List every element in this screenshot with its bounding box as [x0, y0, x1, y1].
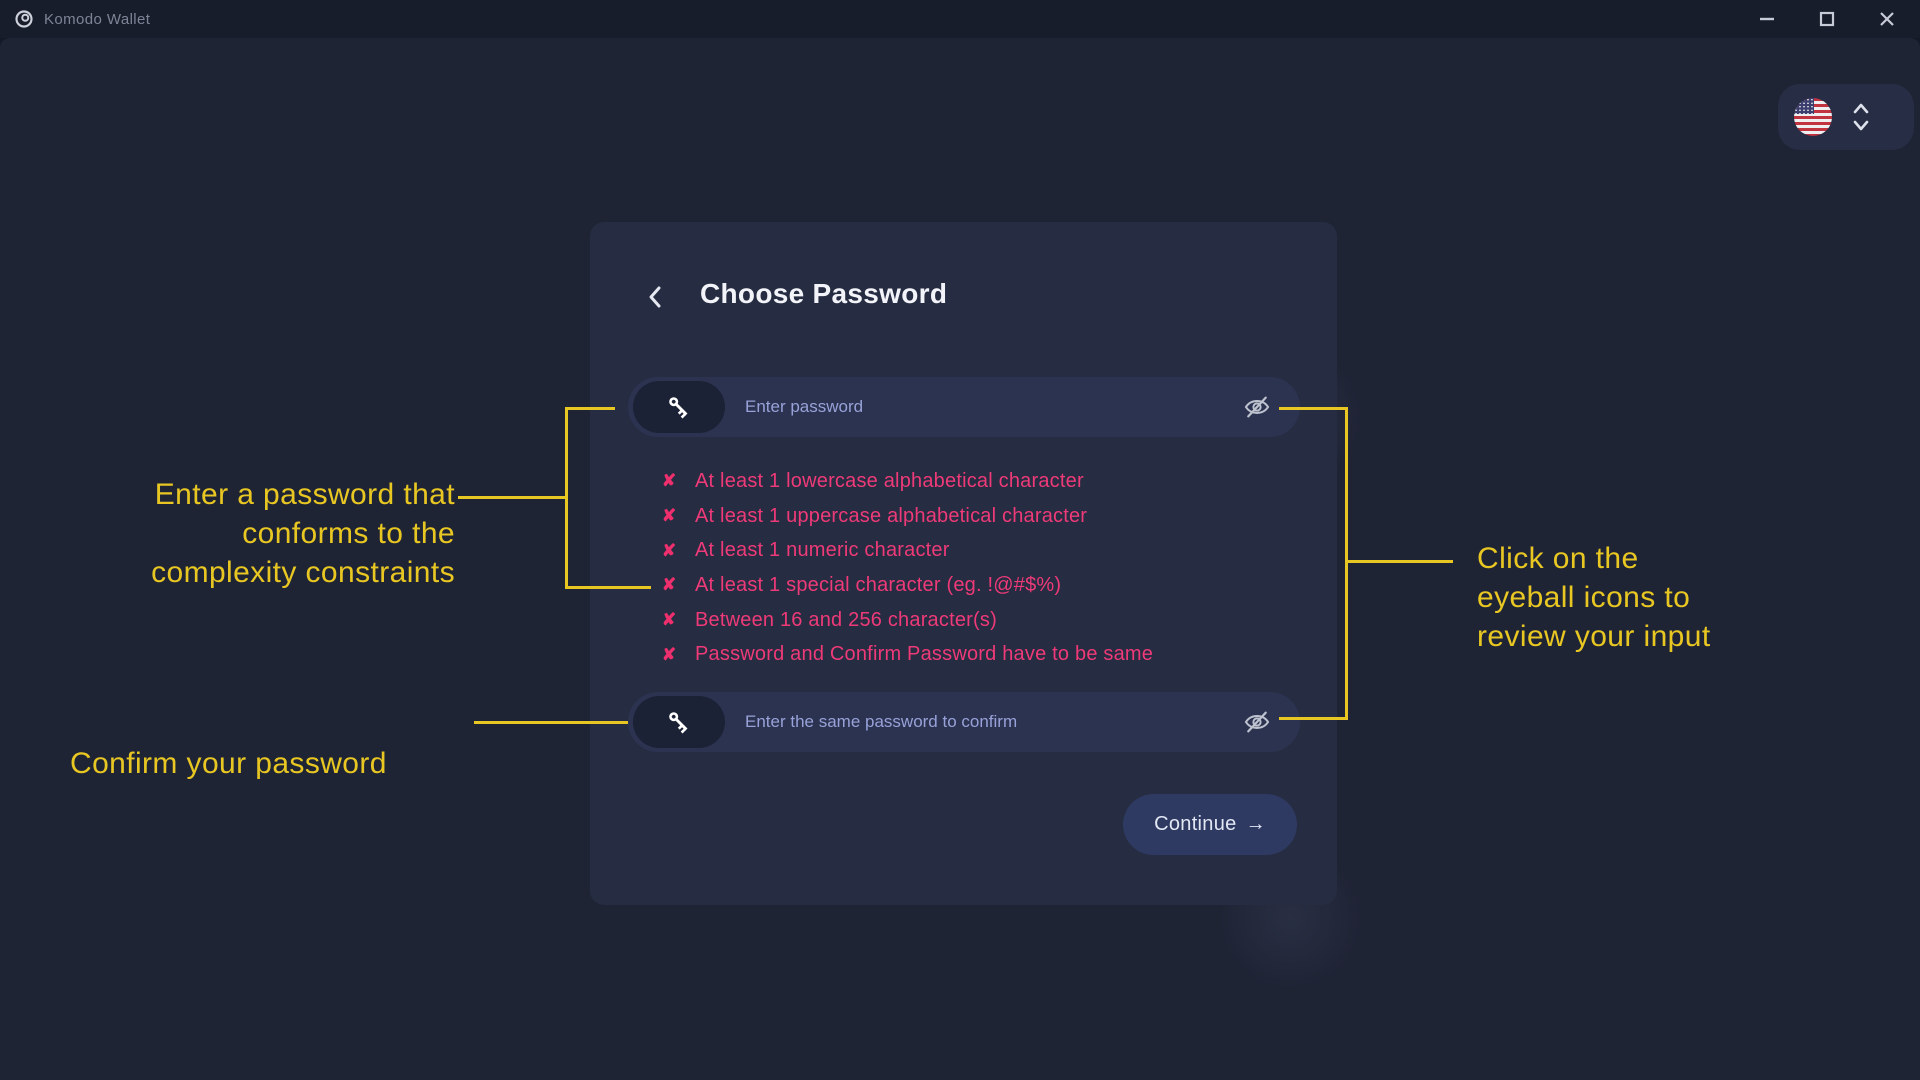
app-title: Komodo Wallet: [44, 10, 151, 28]
key-icon: [633, 381, 725, 433]
cross-icon: ✘: [661, 506, 677, 526]
requirement-label: At least 1 lowercase alphabetical charac…: [695, 469, 1084, 492]
minimize-icon: [1760, 17, 1774, 21]
annotation-line: [1345, 560, 1453, 563]
continue-label: Continue: [1154, 813, 1237, 835]
choose-password-card: Choose Password: [590, 222, 1337, 905]
minimize-button[interactable]: [1750, 2, 1784, 36]
eye-off-icon: [1244, 396, 1270, 418]
requirement-row: ✘ At least 1 uppercase alphabetical char…: [656, 499, 1153, 534]
confirm-annotation: Confirm your password: [70, 747, 387, 780]
confirm-password-field: [628, 692, 1300, 752]
main-content: Choose Password: [0, 38, 1920, 1080]
confirm-visibility-toggle[interactable]: [1240, 706, 1274, 738]
requirement-label: At least 1 uppercase alphabetical charac…: [695, 504, 1088, 527]
requirement-row: ✘ Password and Confirm Password have to …: [656, 637, 1153, 672]
password-requirements-list: ✘ At least 1 lowercase alphabetical char…: [656, 464, 1153, 672]
arrow-right-icon: →: [1245, 813, 1266, 835]
requirement-row: ✘ Between 16 and 256 character(s): [656, 603, 1153, 638]
cross-icon: ✘: [661, 540, 677, 560]
annotation-line: [1279, 407, 1348, 410]
cross-icon: ✘: [661, 471, 677, 491]
continue-button[interactable]: Continue →: [1123, 794, 1297, 855]
password-field: [628, 377, 1300, 437]
key-icon: [633, 696, 725, 748]
cross-icon: ✘: [661, 610, 677, 630]
requirement-label: At least 1 special character (eg. !@#$%): [695, 573, 1062, 596]
password-visibility-toggle[interactable]: [1240, 391, 1274, 423]
requirement-label: Password and Confirm Password have to be…: [695, 643, 1154, 666]
up-down-chevrons-icon: [1853, 103, 1869, 131]
close-icon: [1880, 12, 1894, 26]
confirm-password-input[interactable]: [745, 692, 1215, 752]
annotation-line: [565, 407, 615, 410]
cross-icon: ✘: [661, 575, 677, 595]
annotation-line: [565, 407, 568, 589]
titlebar: Komodo Wallet: [0, 0, 1920, 38]
close-button[interactable]: [1870, 2, 1904, 36]
annotation-line: [458, 496, 568, 499]
cross-icon: ✘: [661, 644, 677, 664]
requirement-row: ✘ At least 1 special character (eg. !@#$…: [656, 568, 1153, 603]
komodo-logo-icon: [15, 10, 33, 28]
page-title: Choose Password: [700, 278, 948, 309]
requirement-label: At least 1 numeric character: [695, 539, 950, 562]
us-flag-icon: [1794, 98, 1832, 136]
password-annotation: Enter a password that conforms to the co…: [151, 478, 455, 589]
annotation-line: [1279, 717, 1348, 720]
annotation-line: [474, 721, 628, 724]
requirement-row: ✘ At least 1 numeric character: [656, 533, 1153, 568]
requirement-row: ✘ At least 1 lowercase alphabetical char…: [656, 464, 1153, 499]
eye-off-icon: [1244, 711, 1270, 733]
maximize-button[interactable]: [1810, 2, 1844, 36]
annotation-line: [1345, 407, 1348, 720]
window-controls: [1750, 0, 1920, 38]
password-input[interactable]: [745, 377, 1215, 437]
eyeball-annotation: Click on the eyeball icons to review you…: [1477, 542, 1711, 653]
chevron-left-icon: [649, 286, 661, 308]
maximize-icon: [1819, 11, 1835, 27]
language-selector[interactable]: [1778, 84, 1914, 150]
requirement-label: Between 16 and 256 character(s): [695, 608, 997, 631]
back-button[interactable]: [640, 280, 670, 314]
annotation-line: [565, 586, 651, 589]
